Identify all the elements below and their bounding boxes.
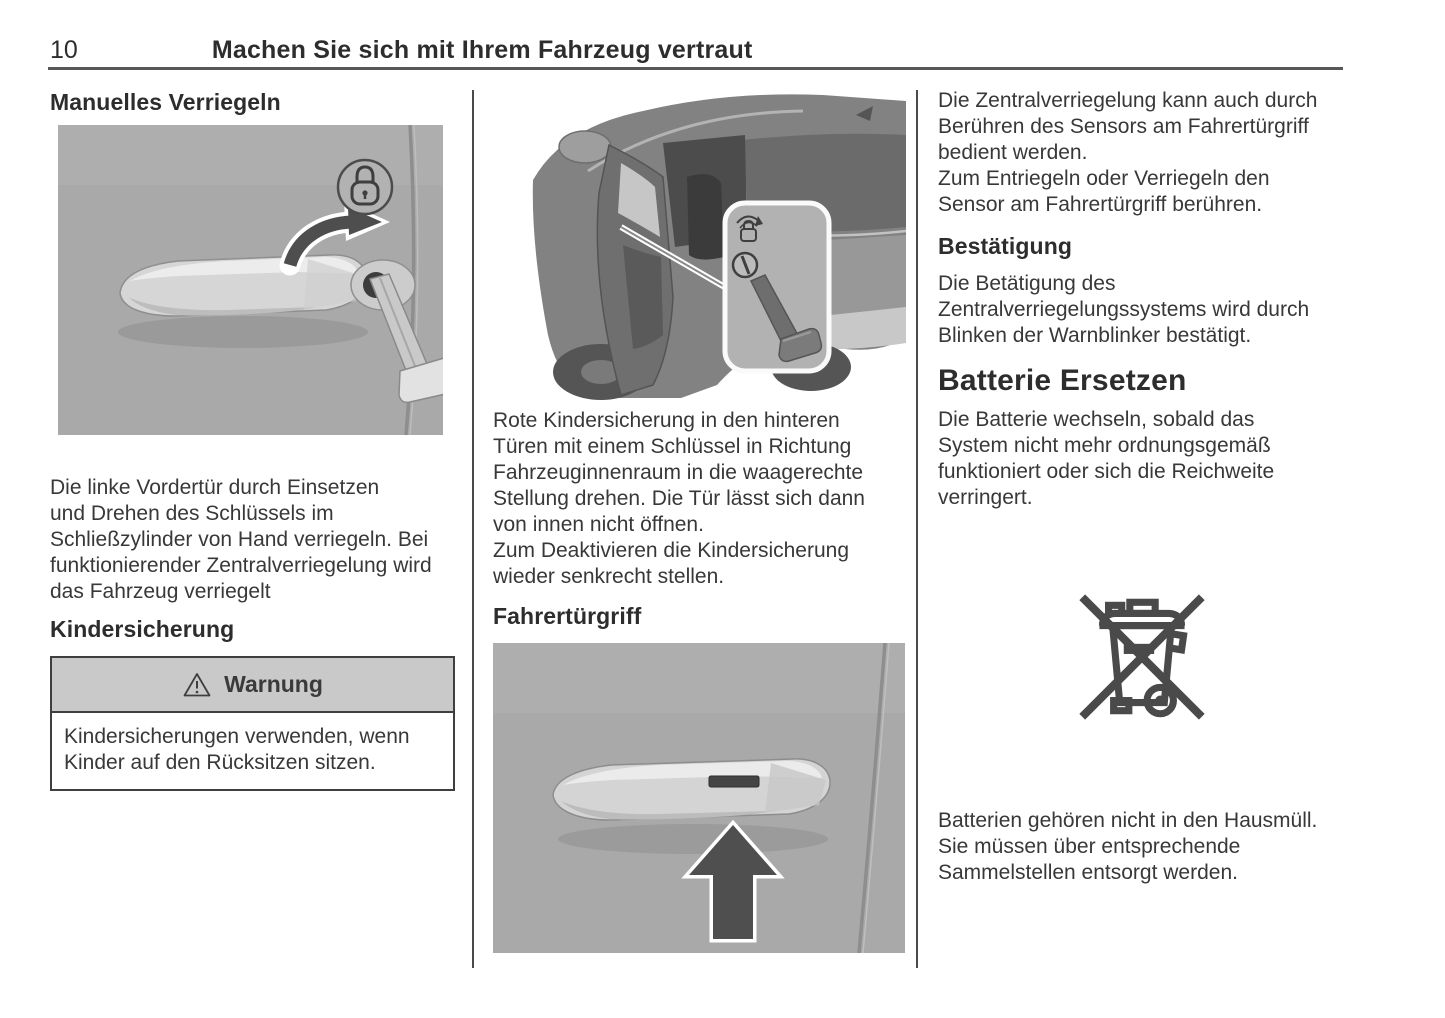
battery-disposal-text: Batterien gehören nicht in den Hausmüll.… [938, 809, 1318, 884]
heading-bestaetigung: Bestätigung [938, 233, 1072, 259]
left-column: Manuelles Verriegeln [50, 88, 455, 791]
right-column: Die Zentralverriegelung kann auch durch … [938, 88, 1345, 886]
page-title: Machen Sie sich mit Ihrem Fahrzeug vertr… [211, 36, 753, 64]
column-divider-right [916, 90, 918, 968]
warning-title: Warnung [224, 671, 323, 697]
column-divider-left [472, 90, 474, 968]
header-rule [48, 67, 1343, 70]
manual-locking-text: Die linke Vordertür durch Einsetzen und … [50, 476, 432, 603]
central-locking-sensor-text: Die Zentralverriegelung kann auch durch … [938, 89, 1318, 216]
battery-replace-text: Die Batterie wechseln, sobald das System… [938, 408, 1275, 509]
warning-text: Kindersicherungen verwenden, wenn Kinder… [64, 725, 410, 774]
heading-kindersicherung: Kindersicherung [50, 616, 235, 642]
child-lock-callout [722, 200, 832, 374]
child-lock-text: Rote Kindersicherung in den hinteren Tür… [493, 409, 865, 588]
warning-triangle-icon [183, 673, 211, 697]
middle-column: Rote Kindersicherung in den hinteren Tür… [493, 85, 906, 953]
key-icon [368, 273, 443, 404]
door-handle-sensor-illustration [493, 643, 905, 953]
crossed-out-wheeled-bin-icon [1078, 594, 1205, 720]
child-lock-rotate-icon [736, 215, 763, 242]
page-number: 10 [50, 36, 78, 64]
heading-manuelles-verriegeln: Manuelles Verriegeln [50, 89, 281, 115]
door-seam-line [857, 643, 887, 953]
door-handle-sensor [708, 775, 760, 788]
door-handle [119, 254, 368, 317]
warning-box: Warnung Kindersicherungen verwenden, wen… [50, 656, 455, 791]
door-handle-key-illustration [58, 125, 443, 435]
figure-child-lock [493, 85, 906, 400]
key-icon [749, 274, 823, 363]
padlock-circle-icon [336, 158, 394, 216]
up-arrow-icon [681, 819, 785, 943]
heading-batterie-ersetzen: Batterie Ersetzen [938, 364, 1187, 397]
battery-disposal-symbol [938, 581, 1345, 733]
car-child-lock-illustration [493, 85, 906, 400]
page-header: 10 Machen Sie sich mit Ihrem Fahrzeug ve… [50, 36, 1345, 65]
heading-fahrertuergriff: Fahrertürgriff [493, 603, 642, 629]
warning-box-body: Kindersicherungen verwenden, wenn Kinder… [52, 713, 453, 789]
open-rear-door [596, 143, 674, 396]
confirmation-text: Die Betätigung des Zentralverriegelungss… [938, 272, 1310, 347]
warning-box-header: Warnung [52, 658, 453, 713]
figure-manual-locking [58, 125, 443, 435]
figure-driver-door-handle [493, 643, 905, 953]
door-handle [552, 758, 831, 821]
